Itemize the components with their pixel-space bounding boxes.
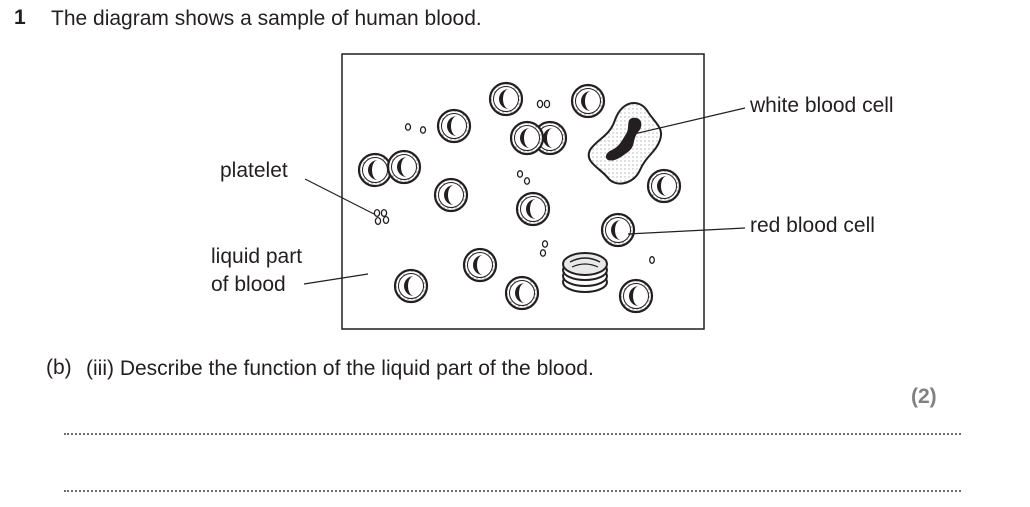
answer-line[interactable] <box>64 490 961 492</box>
marks-indicator: (2) <box>911 385 937 408</box>
leader-lines <box>303 107 746 285</box>
white-blood-cell <box>587 102 662 185</box>
answer-line[interactable] <box>64 433 961 435</box>
label-white-blood-cell: white blood cell <box>750 94 894 117</box>
part-label: (b) <box>46 356 72 379</box>
stacked-red-cells <box>562 252 608 293</box>
label-liquid-part-line1: liquid part <box>211 245 303 268</box>
question-text: The diagram shows a sample of human bloo… <box>51 7 482 30</box>
label-liquid-part-line2: of blood <box>211 273 286 296</box>
label-red-blood-cell: red blood cell <box>750 214 875 237</box>
label-platelet: platelet <box>220 159 288 182</box>
subquestion-text: (iii) Describe the function of the liqui… <box>86 357 594 380</box>
question-number: 1 <box>14 6 26 29</box>
platelets <box>373 99 655 264</box>
